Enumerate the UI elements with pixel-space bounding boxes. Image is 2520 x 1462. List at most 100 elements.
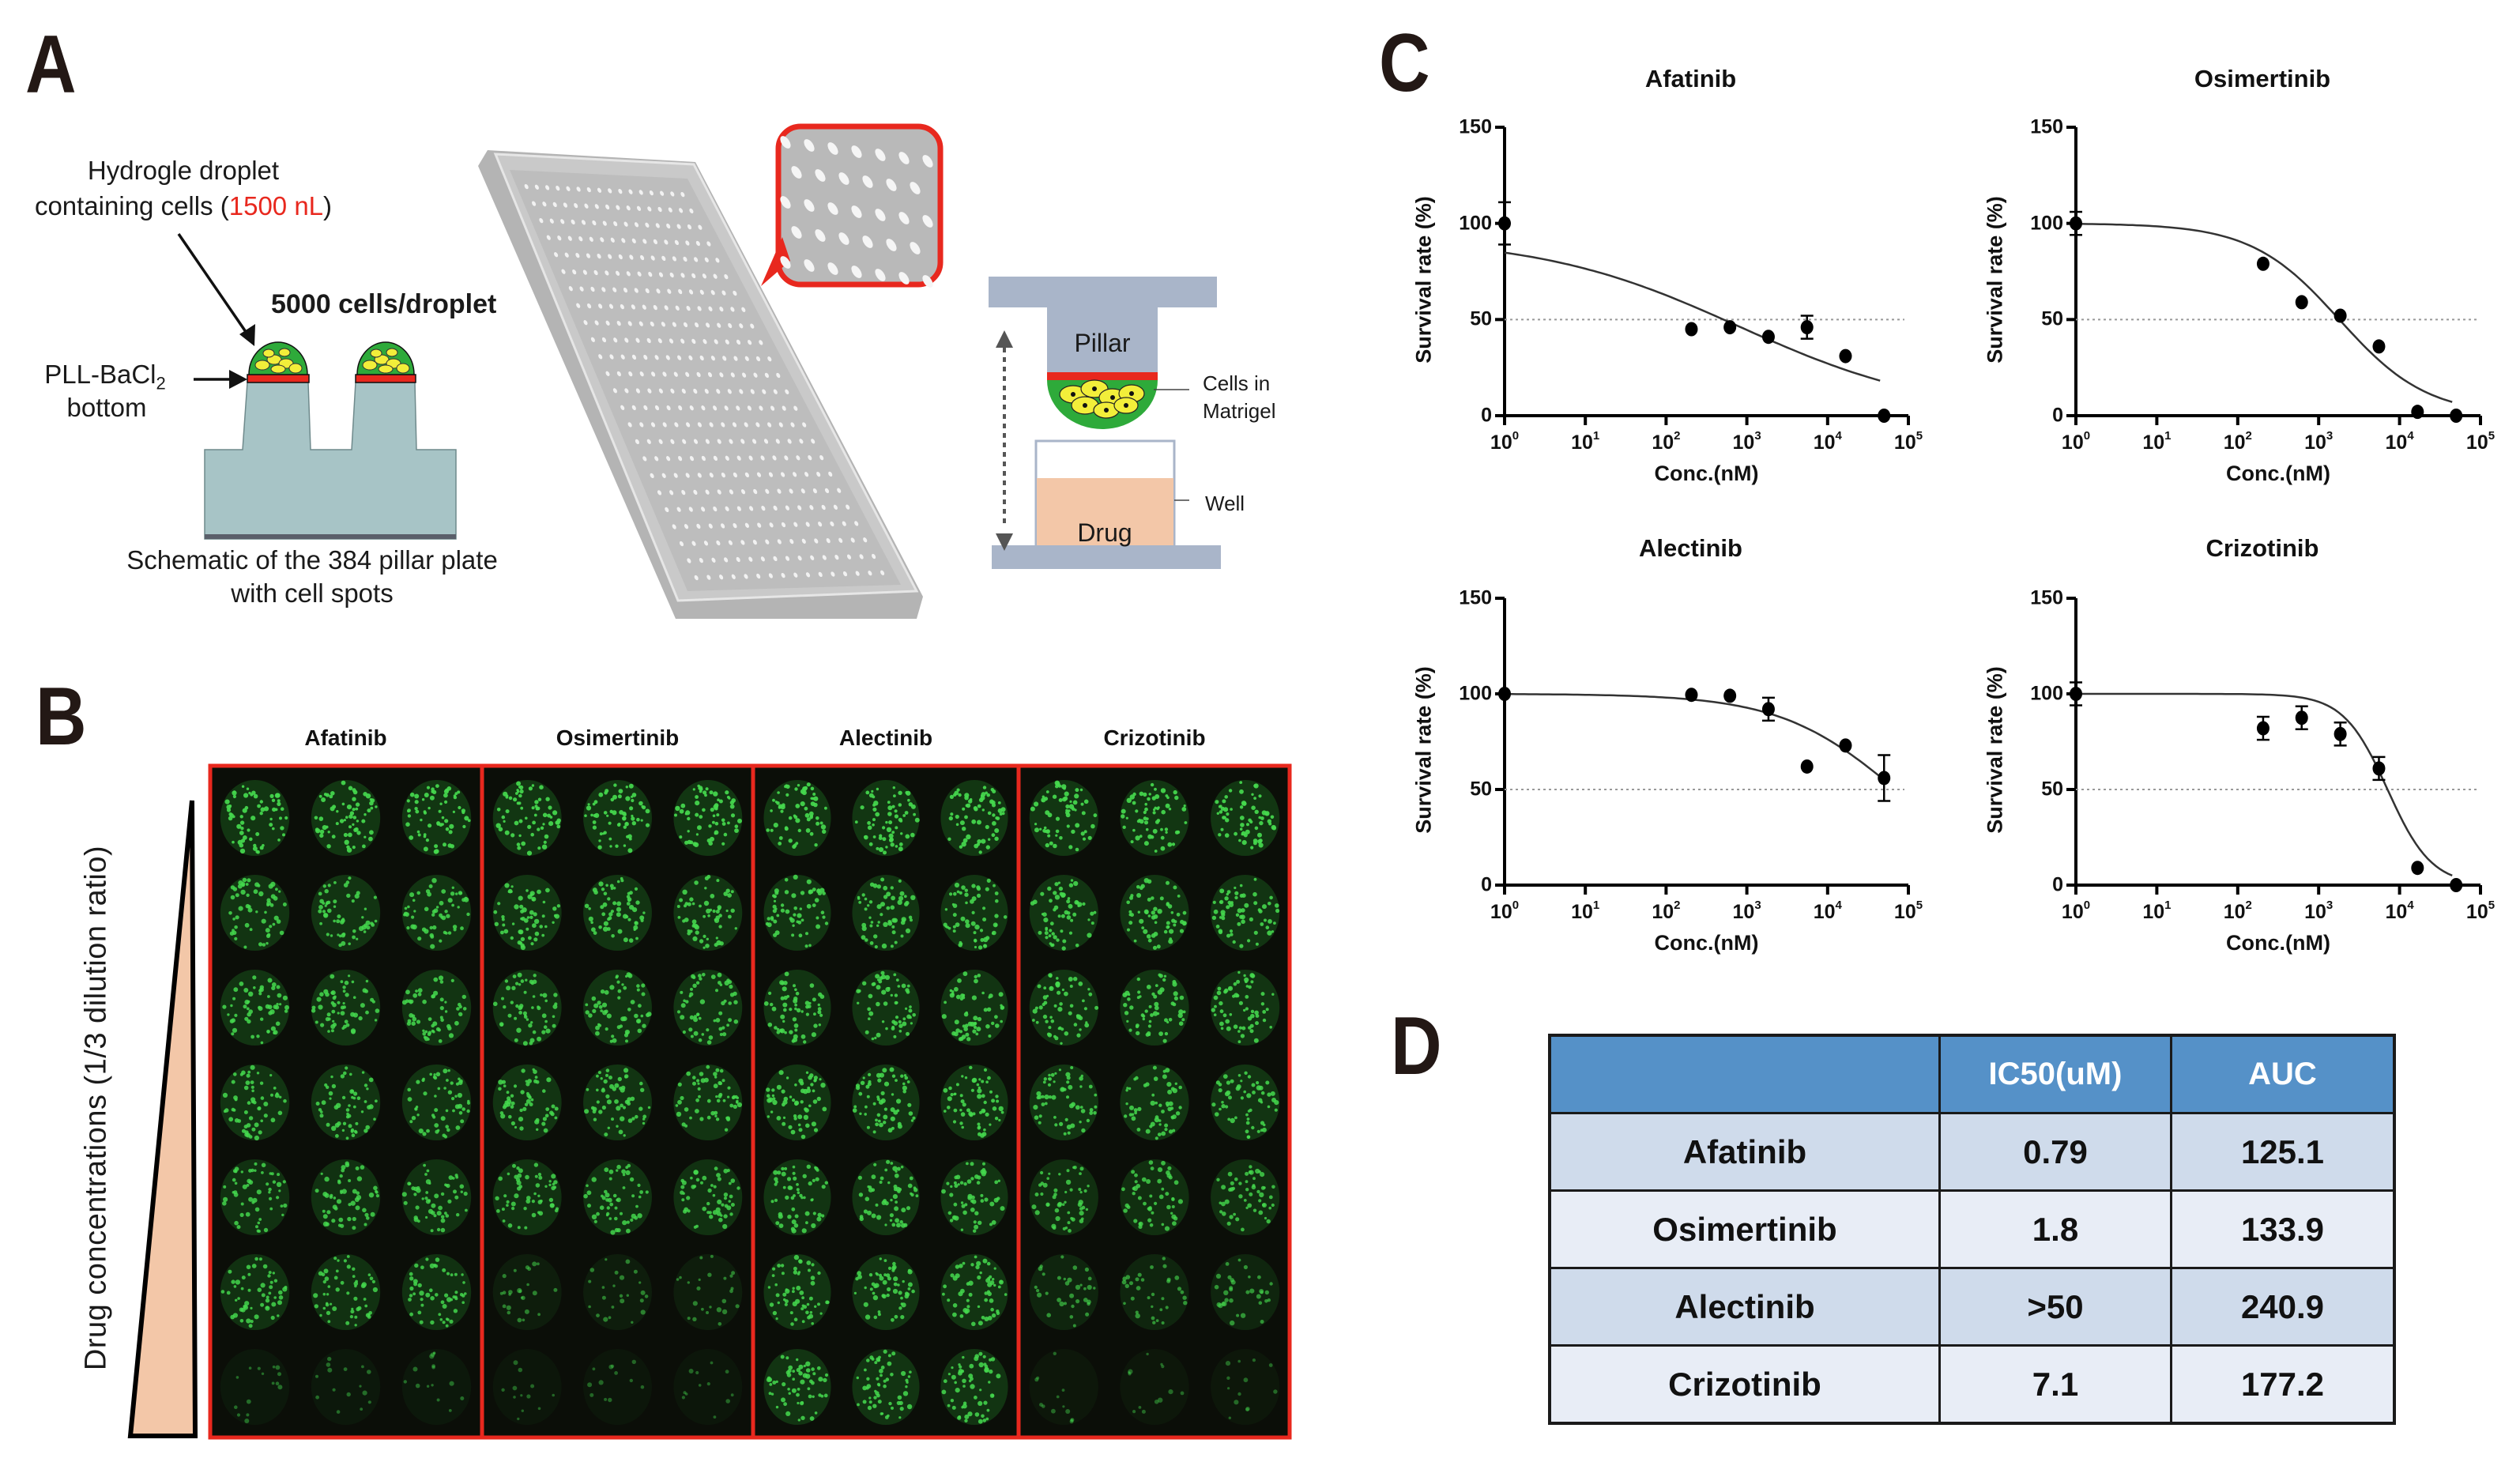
y-tick-label: 0: [2052, 873, 2063, 896]
x-tick-label: 102: [2223, 429, 2252, 454]
panel-letter-a: A: [25, 19, 77, 111]
table-cell-ic50: >50: [1938, 1267, 2172, 1347]
y-tick-label: 150: [1459, 586, 1492, 609]
chart-title: Crizotinib: [2205, 534, 2319, 562]
table-cell-ic50: 1.8: [1938, 1189, 2172, 1269]
droplet-arrow-line: [177, 233, 253, 341]
y-tick-label: 150: [1459, 115, 1492, 138]
plate-zoom-callout: [761, 123, 944, 288]
y-tick-label: 0: [2052, 404, 2063, 427]
concentration-gradient-triangle: [127, 800, 198, 1438]
chart-title: Afatinib: [1644, 65, 1737, 92]
cells-in-matrigel-line2: Matrigel: [1203, 399, 1276, 423]
dose-response-chart: [1495, 597, 1910, 895]
table-header-row: IC50(uM) AUC: [1548, 1034, 2396, 1114]
well-bottom-plate: [992, 545, 1221, 569]
table-cell-auc: 125.1: [2170, 1112, 2396, 1192]
data-point: [2070, 216, 2082, 231]
pillar-body: [1047, 307, 1158, 372]
y-tick-label: 50: [2041, 778, 2063, 801]
panel-letter-c: C: [1379, 17, 1430, 109]
data-point: [1878, 771, 1891, 786]
drug-fill: [1037, 478, 1173, 545]
x-tick-label: 101: [1571, 429, 1600, 454]
table-cell-auc: 133.9: [2170, 1189, 2396, 1269]
panel-b-column-label: Osimertinib: [556, 725, 680, 750]
x-tick-label: 103: [2304, 429, 2334, 454]
dose-response-chart: [1495, 126, 1910, 425]
data-point: [1839, 349, 1852, 364]
arrow-up-icon: [996, 330, 1013, 348]
table-row: Osimertinib 1.8 133.9: [1548, 1189, 2396, 1269]
table-header-ic50: IC50(uM): [1938, 1034, 2172, 1114]
x-tick-label: 100: [1490, 429, 1520, 454]
data-point: [2295, 295, 2308, 310]
pll-label-text: PLL-BaCl: [44, 360, 156, 389]
data-point: [1723, 320, 1737, 335]
table-cell-drug: Osimertinib: [1548, 1189, 1941, 1269]
y-tick-label: 50: [2041, 307, 2063, 330]
y-tick-label: 150: [2030, 115, 2063, 138]
panel-b-column-label: Crizotinib: [1103, 725, 1206, 750]
x-tick-label: 102: [1652, 429, 1681, 454]
droplet-label-line1: Hydrogle droplet: [87, 156, 280, 185]
pillar-well-diagram: [989, 277, 1221, 569]
data-point: [1800, 759, 1814, 774]
data-point: [1685, 688, 1698, 703]
x-tick-label: 100: [2061, 899, 2091, 923]
droplet-label-line2: containing cells (1500 nL): [35, 191, 332, 221]
chart-x-axis-label: Conc.(nM): [1654, 931, 1759, 955]
droplet-label-prefix: containing cells (: [34, 191, 229, 220]
cells-left: [254, 348, 303, 374]
data-point: [2411, 405, 2424, 420]
x-tick-label: 105: [1893, 429, 1923, 454]
table-row: Afatinib 0.79 125.1: [1548, 1112, 2396, 1192]
x-tick-label: 102: [2223, 899, 2252, 923]
cells-per-droplet-label: 5000 cells/droplet: [271, 289, 497, 319]
y-tick-label: 100: [1459, 682, 1492, 705]
data-point: [2372, 761, 2386, 776]
x-tick-label: 100: [1490, 899, 1520, 923]
arrow-down-icon: [996, 533, 1013, 551]
data-point: [2411, 861, 2424, 876]
cells-in-matrigel-line1: Cells in: [1203, 371, 1271, 395]
chart-x-axis-label: Conc.(nM): [2226, 462, 2330, 485]
data-point: [2070, 687, 2082, 701]
panel-letter-d: D: [1391, 1000, 1442, 1092]
schematic-caption-line2: with cell spots: [231, 578, 394, 608]
x-tick-label: 103: [1732, 429, 1761, 454]
pillar-pll-layer: [1047, 372, 1158, 380]
chart-x-axis-label: Conc.(nM): [2226, 931, 2330, 955]
data-point: [1685, 322, 1698, 337]
x-tick-label: 101: [2142, 429, 2172, 454]
ic50-auc-table: IC50(uM) AUC Afatinib 0.79 125.1 Osimert…: [1548, 1034, 2396, 1425]
y-tick-label: 0: [1481, 873, 1492, 896]
pillar-label: Pillar: [1074, 329, 1131, 357]
x-tick-label: 103: [2304, 899, 2334, 923]
data-point: [1761, 330, 1775, 345]
data-point: [2372, 339, 2386, 354]
well-label: Well: [1205, 492, 1245, 515]
grid-outer-border: [208, 763, 1292, 1440]
table-row: Crizotinib 7.1 177.2: [1548, 1344, 2396, 1425]
base-bottom-edge: [205, 534, 456, 539]
panel-b-column-label: Afatinib: [304, 725, 387, 750]
data-point: [1878, 409, 1891, 423]
table-cell-drug: Crizotinib: [1548, 1344, 1941, 1425]
dose-response-chart: [2066, 126, 2482, 425]
cells-right: [362, 348, 410, 374]
data-point: [2450, 409, 2463, 423]
x-tick-label: 103: [1732, 899, 1761, 923]
y-tick-label: 50: [1470, 307, 1492, 330]
table-cell-ic50: 0.79: [1938, 1112, 2172, 1192]
data-point: [1498, 216, 1511, 231]
panel-b-column-label: Alectinib: [838, 725, 933, 750]
pll-label-line2: bottom: [66, 393, 147, 422]
data-point: [2334, 726, 2347, 741]
data-point: [1498, 687, 1511, 701]
x-tick-label: 104: [1813, 899, 1842, 923]
table-header-drug: [1548, 1034, 1941, 1114]
x-tick-label: 101: [2142, 899, 2172, 923]
droplet-label-suffix: ): [323, 191, 333, 220]
